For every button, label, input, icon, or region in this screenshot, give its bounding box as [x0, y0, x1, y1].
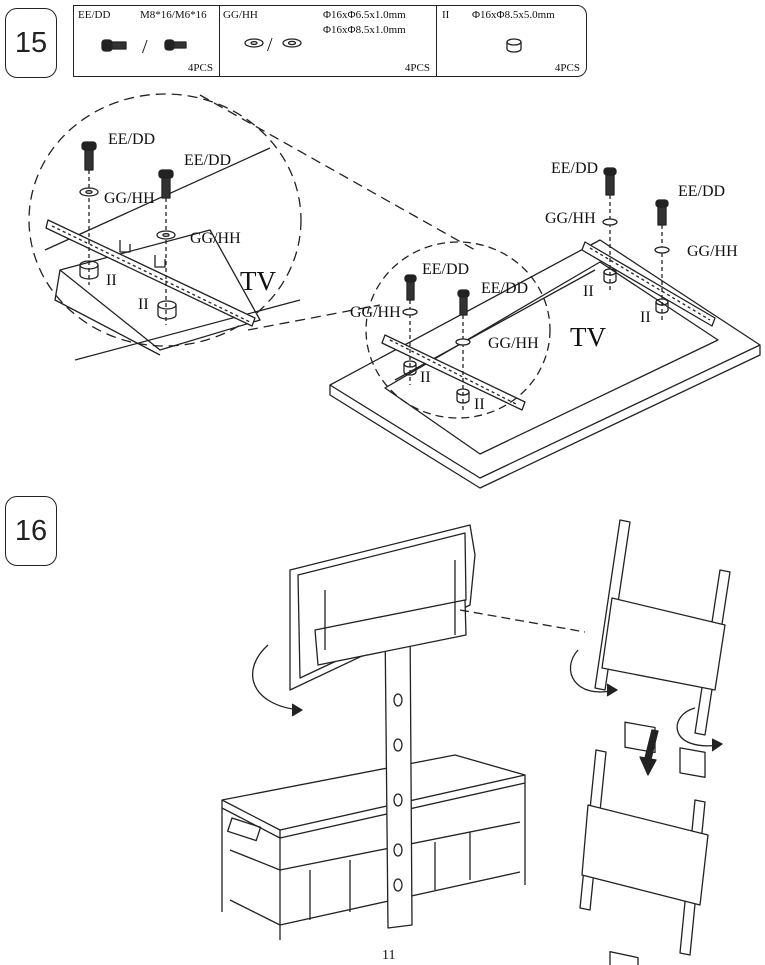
- tv-back-detail: [44, 147, 301, 361]
- spacer-icon: [506, 38, 522, 53]
- step-number: 16: [14, 514, 48, 547]
- spacer-callout: II: [474, 396, 485, 413]
- spacer-callout: II: [583, 283, 594, 300]
- down-arrow-icon: [639, 729, 659, 776]
- parts-cell-washers: GG/HH Φ16xΦ6.5x1.0mm Φ16xΦ8.5x1.0mm / 4P…: [219, 6, 437, 76]
- part-spec: Φ16xΦ8.5x5.0mm: [472, 9, 555, 21]
- part-separator: /: [267, 34, 273, 56]
- screw-icon: [81, 141, 174, 325]
- screw-callout: EE/DD: [108, 131, 156, 148]
- washer-callout: GG/HH: [687, 243, 738, 260]
- part-separator: /: [142, 36, 148, 58]
- part-qty: 4PCS: [187, 62, 213, 74]
- screw-callout: EE/DD: [678, 183, 726, 200]
- washer-icon: [244, 38, 302, 48]
- step-number: 15: [14, 26, 48, 59]
- washer-callout: GG/HH: [190, 230, 241, 247]
- washer-callout: GG/HH: [104, 190, 155, 207]
- screw-callout: EE/DD: [422, 261, 470, 278]
- part-qty: 4PCS: [554, 62, 580, 74]
- spacer-icon: [403, 268, 669, 404]
- dashed-leader: [459, 609, 586, 633]
- spacer-callout: II: [138, 296, 149, 313]
- screw-callout: EE/DD: [481, 280, 529, 297]
- step-16-badge: 16: [5, 496, 57, 566]
- screw-callout: EE/DD: [184, 152, 232, 169]
- parts-cell-spacer: II Φ16xΦ8.5x5.0mm 4PCS: [436, 6, 586, 76]
- mount-bracket-upright: [579, 749, 709, 965]
- part-code: EE/DD: [78, 9, 111, 21]
- washer-callout: GG/HH: [488, 335, 539, 352]
- part-code: II: [442, 9, 450, 21]
- part-spec: Φ16xΦ6.5x1.0mm: [323, 9, 406, 21]
- spacer-callout: II: [640, 309, 651, 326]
- parts-table: EE/DD M8*16/M6*16 / 4PCS GG/HH Φ16xΦ6.5x…: [73, 5, 587, 77]
- tv-mounted: [289, 524, 476, 691]
- washer-icon: [402, 218, 670, 346]
- screw-icon: [404, 167, 669, 410]
- washer-callout: GG/HH: [350, 304, 401, 321]
- page-number: 11: [382, 948, 396, 963]
- screw-icon: [101, 39, 187, 52]
- detail-circle: [28, 93, 476, 347]
- zoom-circle: [365, 241, 551, 419]
- tv-panel: [329, 239, 761, 489]
- part-code: GG/HH: [223, 9, 258, 21]
- part-spec: Φ16xΦ8.5x1.0mm: [323, 24, 406, 36]
- washer-icon: [79, 187, 176, 240]
- part-qty: 4PCS: [404, 62, 430, 74]
- tv-callout: TV: [570, 322, 606, 352]
- tv-stand: [221, 617, 526, 940]
- rotate-arrow-icon: [252, 644, 723, 752]
- step-15-badge: 15: [5, 8, 57, 78]
- mount-bracket-tilted: [594, 519, 731, 778]
- washer-callout: GG/HH: [545, 210, 596, 227]
- tv-callout: TV: [240, 266, 276, 296]
- spacer-callout: II: [420, 369, 431, 386]
- part-spec: M8*16/M6*16: [140, 9, 207, 21]
- parts-cell-screws: EE/DD M8*16/M6*16 / 4PCS: [74, 6, 220, 76]
- spacer-icon: [79, 260, 177, 320]
- spacer-callout: II: [106, 272, 117, 289]
- screw-callout: EE/DD: [551, 160, 599, 177]
